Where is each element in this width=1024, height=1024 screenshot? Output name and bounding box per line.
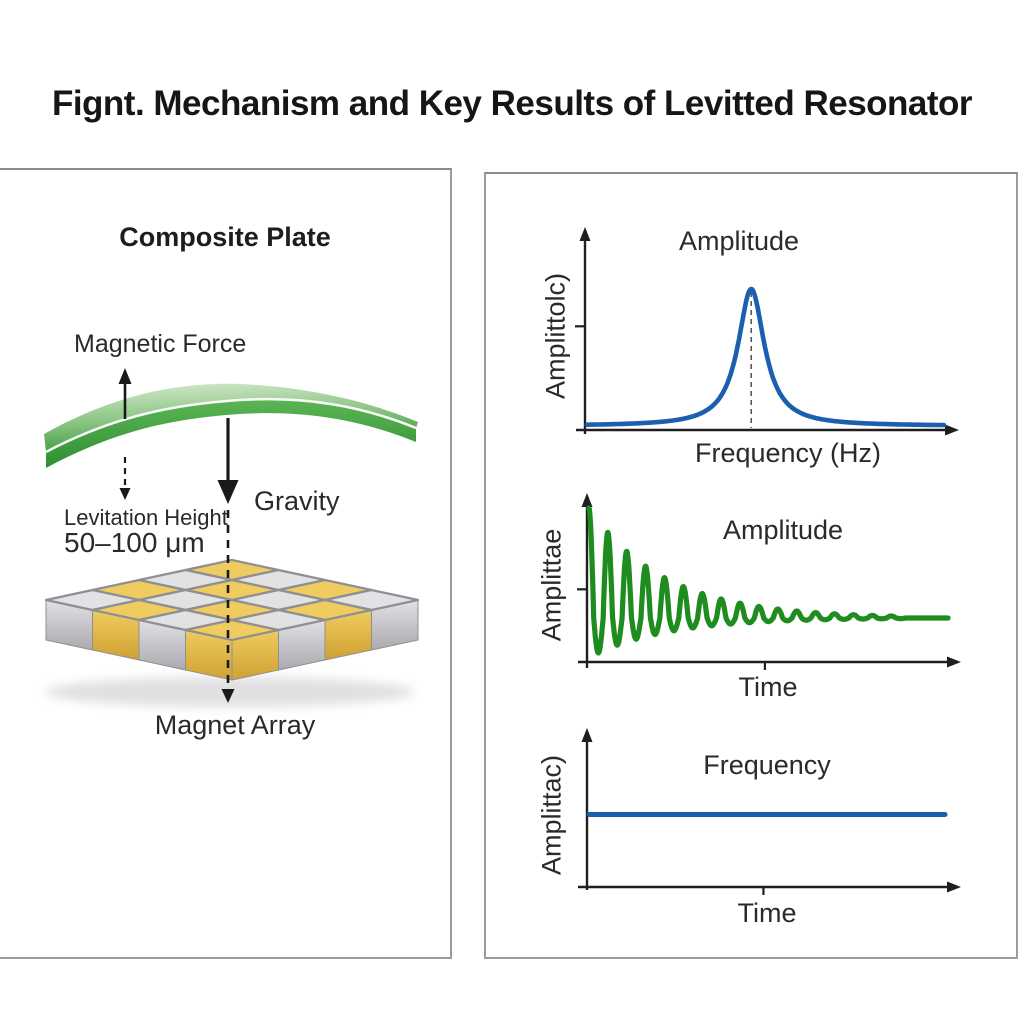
figure-title: Fignt. Mechanism and Key Results of Levi… — [51, 84, 973, 123]
plot-frequency-stability — [578, 728, 961, 895]
plot2-xlabel: Time — [738, 672, 798, 702]
composite-plate-label: Composite Plate — [119, 222, 331, 252]
plot1-title: Amplitude — [678, 226, 800, 256]
mechanism-panel: Composite Plate Magnetic Force Gravity L… — [0, 168, 452, 959]
plot-resonance — [575, 227, 959, 436]
composite-plate — [44, 383, 418, 468]
magnet-array — [44, 558, 420, 681]
plot2-ylabel: Amplittae — [536, 528, 567, 642]
plot-ringdown — [577, 493, 961, 670]
results-panel: Amplitude Amplittolc) Frequency (Hz) Amp… — [484, 172, 1018, 959]
plot3-ylabel: Amplittac) — [536, 754, 567, 876]
force-arrows — [118, 368, 239, 703]
plot2-title: Amplitude — [722, 515, 844, 545]
levitation-height-label: Levitation Height — [64, 505, 228, 530]
plot3-xlabel: Time — [737, 898, 797, 928]
magnet-array-label: Magnet Array — [154, 710, 316, 740]
result-plots — [575, 227, 961, 895]
resonance-curve — [584, 286, 947, 428]
plot1-ylabel: Amplittolc) — [540, 272, 571, 400]
plot1-xlabel: Frequency (Hz) — [694, 438, 882, 468]
gravity-label: Gravity — [254, 486, 340, 516]
ringdown-curve — [586, 505, 951, 656]
magnetic-force-label: Magnetic Force — [74, 330, 247, 358]
levitation-height-value: 50–100 μm — [64, 527, 205, 558]
mechanism-diagram — [44, 368, 420, 707]
plot3-title: Frequency — [703, 750, 831, 780]
